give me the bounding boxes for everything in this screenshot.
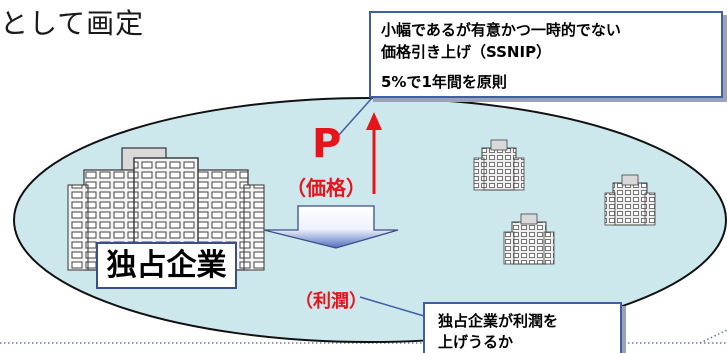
dotted-separator-tail	[699, 329, 727, 344]
profit-question-line2: 上げうるか	[438, 333, 514, 351]
ssnip-callout-rule: 5%で1年間を原則	[381, 73, 507, 91]
profit-label: （利潤）	[295, 291, 367, 312]
profit-down-arrow	[263, 205, 399, 249]
office-building-icon	[503, 213, 555, 265]
callout-top-connector	[337, 97, 373, 137]
office-building-icon	[473, 139, 525, 191]
ssnip-callout-line1: 小幅であるが有意かつ一時的でない	[381, 21, 621, 39]
profit-question-callout: 独占企業が利潤を 上げうるか	[423, 302, 622, 353]
price-label: （価格）	[286, 176, 366, 200]
callout-bottom-connector	[359, 296, 425, 317]
price-increase-arrow	[366, 112, 382, 194]
monopoly-label-box: 独占企業	[96, 242, 237, 289]
ssnip-callout: 小幅であるが有意かつ一時的でない 価格引き上げ（SSNIP） 5%で1年間を原則	[369, 11, 723, 98]
office-building-icon	[604, 174, 656, 226]
slide-title-fragment: として画定	[0, 7, 145, 40]
profit-question-line1: 独占企業が利潤を	[438, 312, 559, 330]
ssnip-callout-line2: 価格引き上げ（SSNIP）	[381, 43, 552, 61]
price-symbol: P	[312, 121, 342, 167]
